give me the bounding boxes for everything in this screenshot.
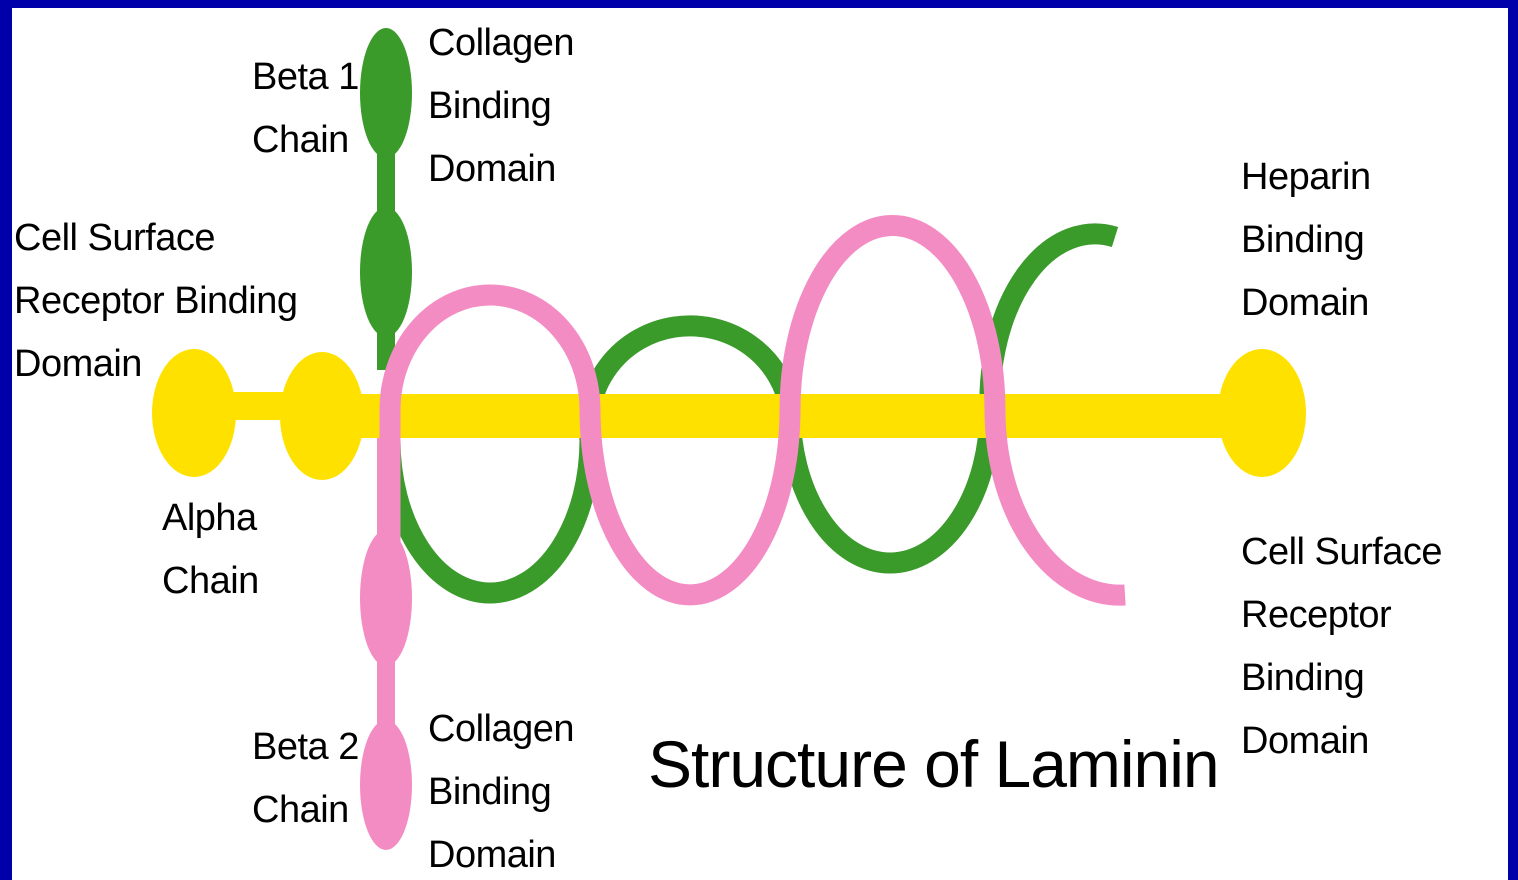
alpha-globular-domain-end [1218,349,1306,477]
laminin-diagram [152,28,1306,850]
beta1-chain-label: Beta 1 Chain [252,56,359,161]
beta2-globular-domain-middle [360,530,412,666]
beta1-globular-domain-top [360,28,412,158]
collagen-binding-domain-bottom-label: Collagen Binding Domain [428,708,575,876]
diagram-title: Structure of Laminin [648,727,1220,801]
beta1-chain [360,28,412,370]
cell-surface-receptor-binding-domain-left-label: Cell Surface Receptor Binding Domain [14,217,298,385]
beta2-helix-strand [379,215,1126,606]
alpha-chain [152,349,1306,480]
alpha-rod [340,394,1270,438]
heparin-binding-domain-label: Heparin Binding Domain [1241,156,1371,324]
alpha-chain-label: Alpha Chain [162,497,259,602]
beta2-globular-domain-bottom [360,720,412,850]
collagen-binding-domain-top-label: Collagen Binding Domain [428,22,575,190]
beta2-chain-label: Beta 2 Chain [252,726,359,831]
alpha-globular-domain-1 [152,349,236,477]
diagram-panel: Beta 1 Chain Collagen Binding Domain Cel… [12,8,1508,880]
alpha-globular-domain-2 [280,352,364,480]
beta1-globular-domain-middle [360,207,412,337]
cell-surface-receptor-binding-domain-right-label: Cell Surface Receptor Binding Domain [1241,531,1442,762]
